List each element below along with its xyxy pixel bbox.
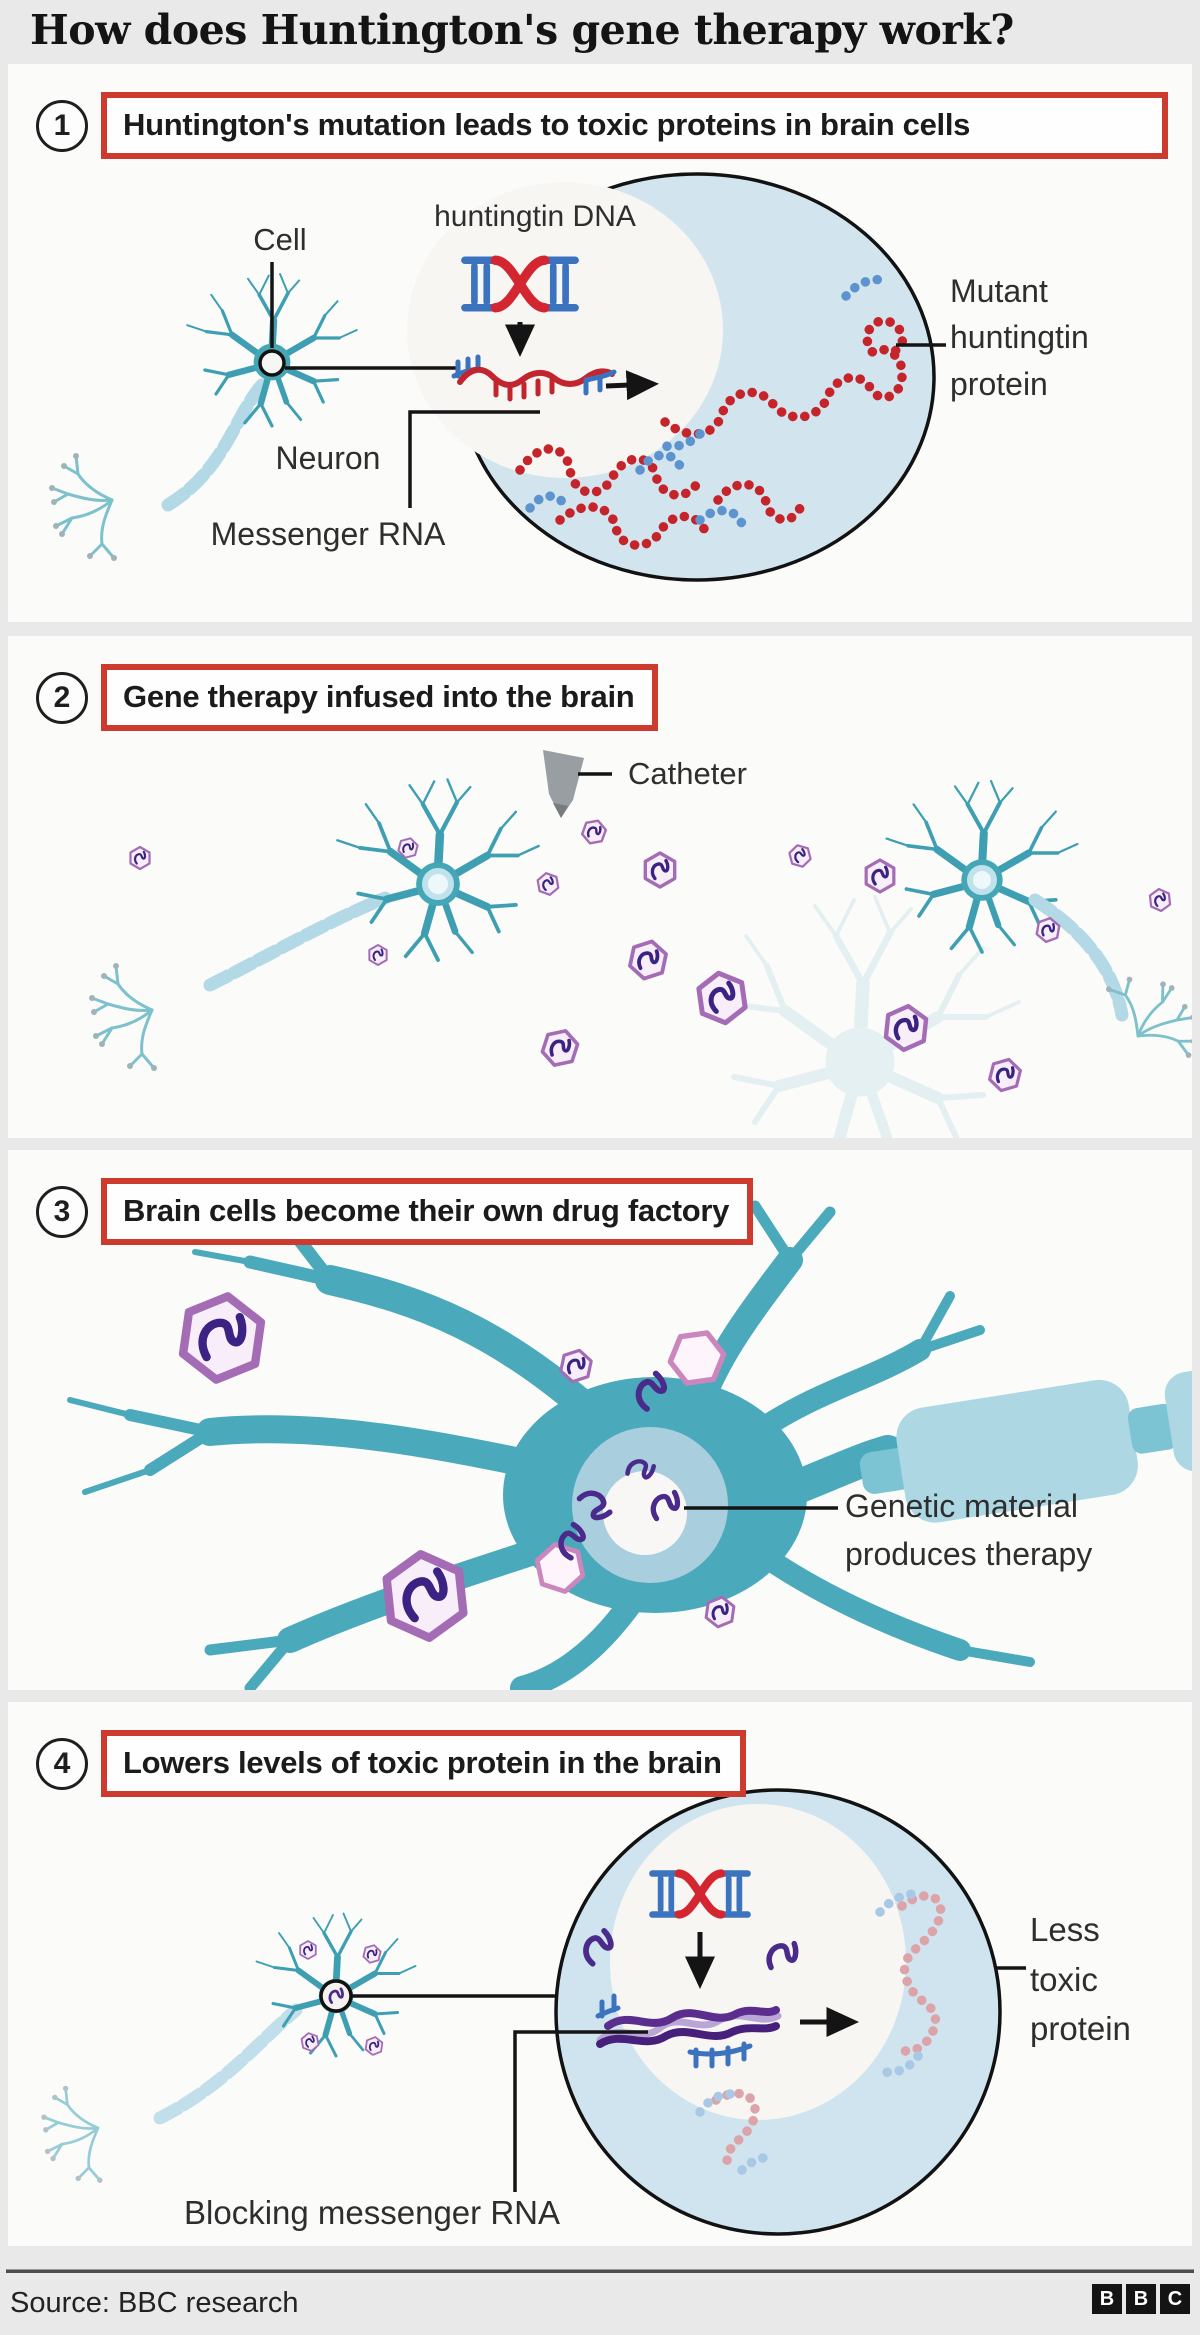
panel-step-1: 1 Huntington's mutation leads to toxic p…: [8, 64, 1192, 622]
label-messenger-rna: Messenger RNA: [210, 516, 446, 552]
panel3-header: 3 Brain cells become their own drug fact…: [8, 1150, 1192, 1245]
label-less-toxic-protein: Less toxic protein: [1030, 1911, 1131, 2047]
panel-step-2: 2 Gene therapy infused into the brain Ca…: [8, 636, 1192, 1138]
soma-nucleus-icon: [967, 865, 997, 895]
step-heading: Brain cells become their own drug factor…: [101, 1178, 754, 1245]
step-heading: Gene therapy infused into the brain: [101, 664, 659, 731]
bbc-logo: B B C: [1092, 2284, 1190, 2314]
label-catheter: Catheter: [628, 756, 747, 791]
mutant-protein-icon: [660, 274, 908, 452]
axon-terminal-tree: [87, 961, 159, 1073]
step-number-badge: 4: [36, 1737, 88, 1790]
myelinated-axon: [1028, 893, 1129, 1022]
footer-divider: [6, 2269, 1194, 2273]
label-huntingtin-dna: huntingtin DNA: [434, 200, 636, 233]
myelinated-axon: [161, 378, 269, 512]
translation-arrow: [605, 370, 659, 401]
step-number-badge: 2: [36, 671, 88, 724]
soma-nucleus-icon: [258, 349, 286, 377]
bbc-logo-block: C: [1160, 2284, 1190, 2314]
label-cell: Cell: [253, 222, 307, 257]
blocking-mrna-pointer: [513, 2030, 648, 2192]
panel1-header: 1 Huntington's mutation leads to toxic p…: [8, 64, 1192, 159]
bbc-logo-block: B: [1092, 2284, 1122, 2314]
myelinated-axon: [153, 2003, 303, 2125]
nucleus-core: [603, 1471, 687, 1555]
label-neuron: Neuron: [275, 440, 381, 476]
axon-terminal-tree: [39, 2084, 104, 2185]
panel4-illustration: [39, 1788, 1026, 2236]
protein-tangle: [515, 444, 805, 550]
label-mutant-protein: Mutant huntingtin protein: [950, 273, 1089, 402]
cell-nucleus-region: [407, 182, 723, 478]
panel-step-3: 3 Brain cells become their own drug fact…: [8, 1150, 1192, 1690]
panel3-illustration: [67, 1189, 1192, 1690]
bbc-logo-block: B: [1126, 2284, 1156, 2314]
step-number-badge: 1: [36, 99, 88, 152]
myelinated-axon: [203, 891, 392, 992]
soma-nucleus-icon: [319, 1979, 353, 2013]
soma-nucleus-icon: [422, 868, 454, 900]
messenger-rna-icon: [451, 354, 617, 402]
less-toxic-protein-icon: [695, 1889, 946, 2175]
catheter-icon: [543, 750, 584, 818]
panel4-header: 4 Lowers levels of toxic protein in the …: [8, 1702, 1192, 1797]
label-genetic-material: Genetic material produces therapy: [845, 1488, 1093, 1572]
page-title: How does Huntington's gene therapy work?: [30, 6, 1014, 54]
panel2-illustration: [87, 750, 1192, 1138]
axon-myelin-segments: [859, 1369, 1192, 1523]
axon-terminal-tree: [47, 451, 119, 563]
step-heading: Huntington's mutation leads to toxic pro…: [101, 92, 1168, 159]
step-heading: Lowers levels of toxic protein in the br…: [101, 1730, 746, 1797]
step-number-badge: 3: [36, 1185, 88, 1238]
panel2-header: 2 Gene therapy infused into the brain: [8, 636, 1192, 731]
panel1-illustration: [47, 172, 946, 582]
source-attribution: Source: BBC research: [10, 2287, 299, 2319]
label-blocking-mrna: Blocking messenger RNA: [184, 2194, 560, 2231]
panel-step-4: 4 Lowers levels of toxic protein in the …: [8, 1702, 1192, 2246]
cell-nucleus-region: [610, 1804, 906, 2120]
messenger-rna-pointer: [408, 410, 540, 508]
